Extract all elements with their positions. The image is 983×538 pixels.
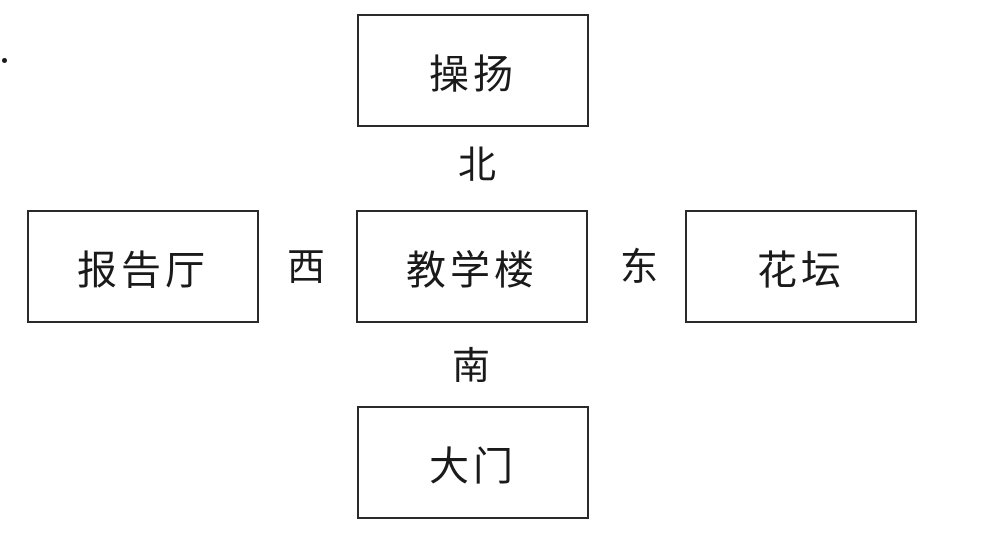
box-teaching-building: 教学楼 xyxy=(356,210,588,323)
box-playground: 操扬 xyxy=(357,14,589,127)
label-south: 南 xyxy=(452,344,491,388)
bullet-dot xyxy=(2,58,7,63)
label-north: 北 xyxy=(458,143,497,187)
label-east: 东 xyxy=(620,245,659,289)
box-flower-bed: 花坛 xyxy=(685,210,917,323)
box-lecture-hall: 报告厅 xyxy=(27,210,259,323)
box-gate: 大门 xyxy=(357,406,589,519)
label-west: 西 xyxy=(287,245,326,289)
